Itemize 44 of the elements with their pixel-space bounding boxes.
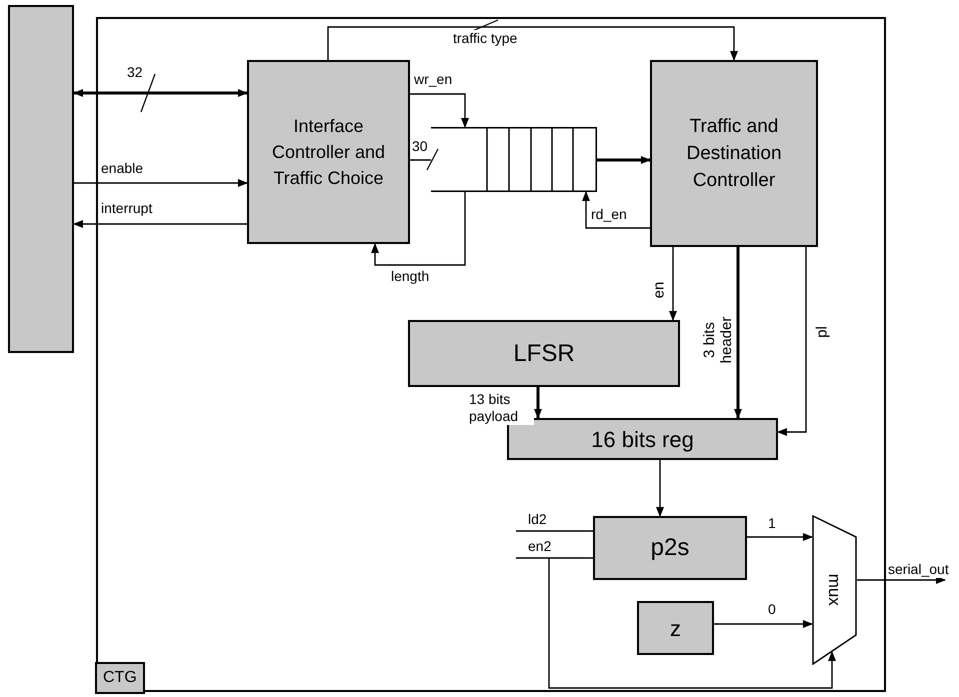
arrow (410, 93, 469, 128)
edge-label: traffic type (452, 30, 518, 47)
arrow (857, 576, 946, 584)
arrow (669, 247, 677, 321)
arrow (73, 89, 248, 97)
block-label: mux (824, 574, 846, 606)
arrow (548, 558, 836, 689)
block-label: p2s (650, 533, 690, 563)
bus-block (8, 5, 74, 353)
arrow (747, 533, 813, 541)
multiplexer-symbol (812, 515, 857, 665)
arrow (534, 387, 542, 419)
block-label: Traffic and Destination Controller (685, 115, 783, 193)
block-boundary (96, 17, 886, 692)
block-label: LFSR (513, 338, 575, 368)
edge-label: serial_out (887, 561, 950, 578)
process-block (408, 320, 680, 387)
arrow (777, 247, 807, 436)
edge-label: 13 bits payload (468, 391, 534, 425)
process-block (637, 601, 714, 655)
edge-label: pl (814, 325, 830, 339)
connector-line (516, 530, 593, 532)
edge-label: interrupt (100, 200, 154, 217)
arrow (327, 26, 738, 61)
connector-line (516, 557, 593, 559)
arrow (714, 620, 813, 628)
arrow (371, 192, 466, 266)
arrow (73, 220, 247, 228)
process-block (650, 60, 818, 247)
arrow (582, 191, 650, 229)
block-label: CTG (95, 662, 145, 694)
arrow (74, 179, 248, 187)
arrow (656, 460, 664, 517)
connector-line (410, 159, 431, 161)
fifo-queue-drawing (431, 127, 597, 192)
process-block (593, 516, 747, 580)
arrow (734, 247, 742, 419)
edge-label: length (390, 268, 430, 285)
block-label: 16 bits reg (591, 426, 694, 454)
block-label: Interface Controller and Traffic Choice (270, 115, 386, 190)
block-label: z (670, 614, 681, 642)
arrow (597, 156, 651, 164)
edge-label: rd_en (590, 206, 628, 223)
process-block (247, 60, 410, 244)
